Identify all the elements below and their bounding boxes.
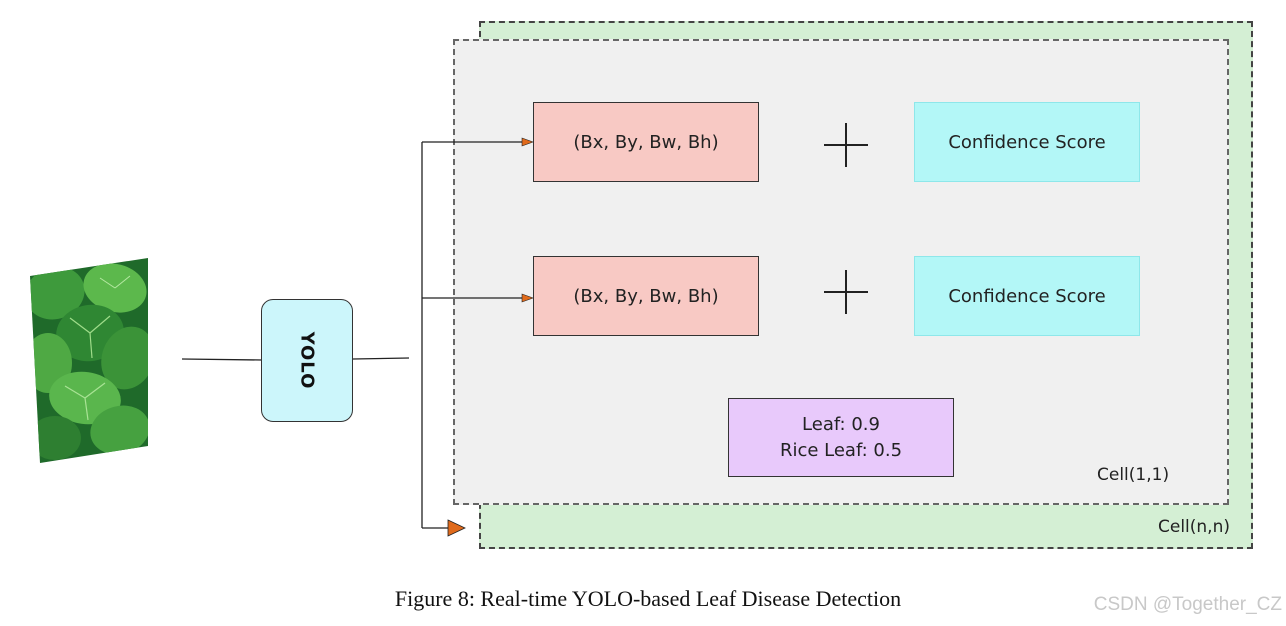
- confidence-score-label-1: Confidence Score: [948, 131, 1106, 153]
- plus-icon: [824, 270, 868, 314]
- arrow-head-icon: [521, 293, 534, 303]
- prediction-line-1: Leaf: 0.9: [802, 413, 880, 435]
- prediction-line-2: Rice Leaf: 0.5: [779, 439, 903, 461]
- cell-1-1-label: Cell(1,1): [1097, 465, 1170, 485]
- bounding-box-label-1: (Bx, By, Bw, Bh): [573, 131, 719, 153]
- figure-caption: Figure 8: Real-time YOLO-based Leaf Dise…: [394, 586, 902, 611]
- confidence-score-box-2: Confidence Score: [914, 256, 1140, 336]
- class-prediction-box: Leaf: 0.9 Rice Leaf: 0.5: [728, 398, 954, 477]
- arrow-head-icon: [447, 519, 466, 537]
- bounding-box-coordinates-1: (Bx, By, Bw, Bh): [533, 102, 759, 182]
- cell-n-n-label: Cell(n,n): [1158, 517, 1230, 537]
- confidence-score-box-1: Confidence Score: [914, 102, 1140, 182]
- bounding-box-label-2: (Bx, By, Bw, Bh): [573, 285, 719, 307]
- bounding-box-coordinates-2: (Bx, By, Bw, Bh): [533, 256, 759, 336]
- watermark: CSDN @Together_CZ: [1093, 594, 1282, 615]
- yolo-label: YOLO: [296, 331, 318, 390]
- yolo-block: YOLO: [261, 299, 353, 422]
- confidence-score-label-2: Confidence Score: [948, 285, 1106, 307]
- plus-icon: [824, 123, 868, 167]
- arrow-head-icon: [521, 137, 534, 147]
- leaf-image: [30, 258, 148, 463]
